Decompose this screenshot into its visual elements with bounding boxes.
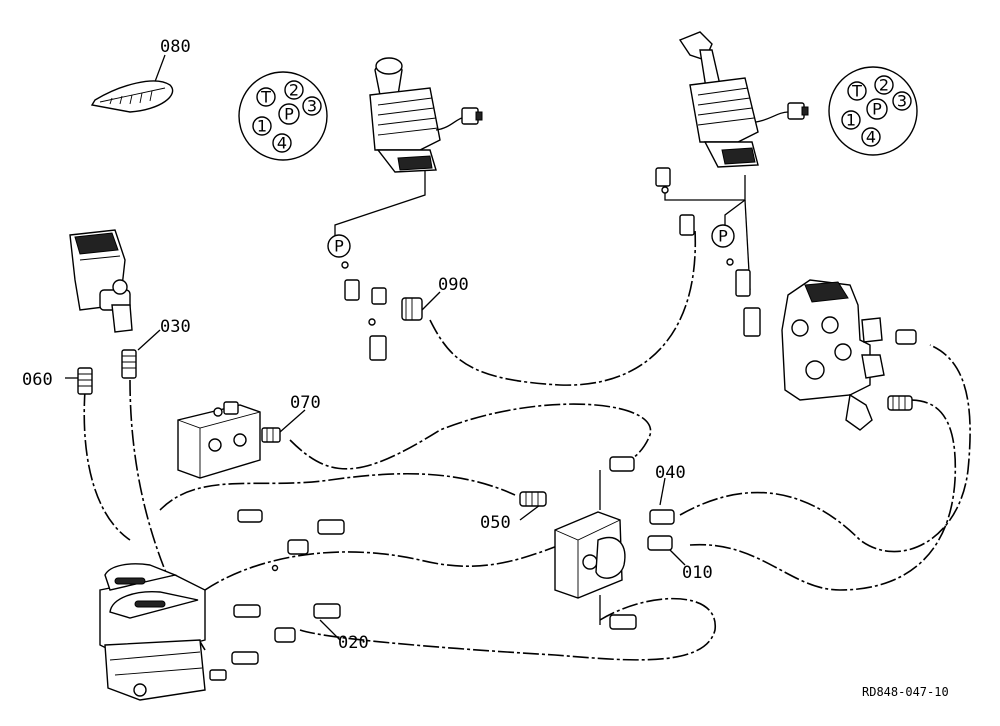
pin-label: P [284, 105, 294, 124]
port-p-label: P [334, 237, 344, 256]
pin-label: 3 [897, 92, 907, 111]
part-number-labels: 080 030 060 070 090 050 040 010 020 [22, 37, 713, 653]
fitting-060 [77, 367, 93, 395]
cable-tie-080 [90, 80, 174, 113]
drawing-reference: RD848-047-10 [862, 685, 949, 699]
foot-pilot-valve [99, 563, 206, 701]
label-030: 030 [160, 317, 191, 337]
pin-label: 2 [879, 76, 889, 95]
right-connector-pinout: T 2 3 P 1 4 [828, 66, 918, 156]
label-090: 090 [438, 275, 469, 295]
pin-label: 1 [257, 117, 267, 136]
label-040: 040 [655, 463, 686, 483]
right-control-manifold [781, 279, 917, 431]
port-p-left: P [327, 234, 351, 258]
pin-label: T [260, 88, 271, 107]
pin-label: 4 [277, 134, 287, 153]
pin-label: 2 [289, 81, 299, 100]
fitting-030 [121, 349, 137, 379]
fittings-090-left [341, 261, 423, 361]
right-joystick [678, 31, 809, 168]
pin-label: T [851, 82, 862, 101]
pin-label: P [872, 100, 882, 119]
label-070: 070 [290, 393, 321, 413]
pilot-valve-pedal [69, 229, 133, 333]
valve-block-070 [177, 401, 281, 479]
left-connector-pinout: T 2 3 P 1 4 [238, 71, 328, 161]
label-050: 050 [480, 513, 511, 533]
pin-label: 3 [307, 97, 317, 116]
left-joystick [369, 57, 483, 173]
fittings-090-right [655, 167, 761, 337]
pin-label: 4 [866, 128, 876, 147]
fittings-020 [209, 509, 345, 681]
pin-label: 1 [846, 111, 856, 130]
hose-lines [83, 229, 971, 661]
port-p-label: P [718, 227, 728, 246]
label-010: 010 [682, 563, 713, 583]
label-060: 060 [22, 370, 53, 390]
port-p-right: P [711, 224, 735, 248]
label-020: 020 [338, 633, 369, 653]
label-080: 080 [160, 37, 191, 57]
center-valve-assembly [519, 456, 675, 630]
